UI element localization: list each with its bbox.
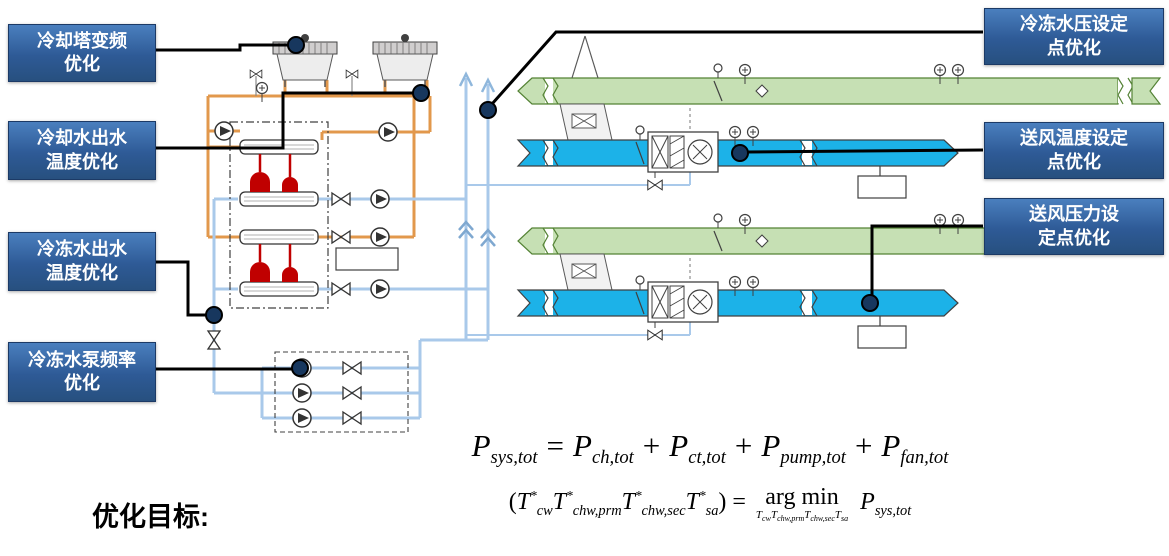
equals-sign: = xyxy=(546,428,565,463)
term-t-chw-prm: T*chw,prm xyxy=(552,488,622,519)
term-p-sys: Psys,tot xyxy=(471,428,538,469)
callout-chilled-water-outlet-temp: 冷冻水出水 温度优化 xyxy=(8,232,156,291)
plus-sign: + xyxy=(642,428,661,463)
callout-line: 优化 xyxy=(64,373,100,393)
term-p-ct: Pct,tot xyxy=(669,428,726,469)
callout-line: 冷冻水出水 xyxy=(37,239,127,260)
callout-line: 冷却塔变频 xyxy=(37,30,127,51)
callout-line: 冷却水出水 xyxy=(37,128,127,149)
dot-chilled-water-outlet xyxy=(205,306,223,324)
callout-line: 温度优化 xyxy=(46,151,118,172)
callout-line: 冷冻水压设定 xyxy=(1020,14,1128,35)
callout-chw-pressure-setpoint: 冷冻水压设定 点优化 xyxy=(984,8,1164,65)
callout-cooling-tower-vfd: 冷却塔变频 优化 xyxy=(8,24,156,82)
air-loop-upper xyxy=(466,35,1160,198)
callout-chw-pump-frequency: 冷冻水泵频率 优化 xyxy=(8,342,156,402)
callout-line: 定点优化 xyxy=(1038,227,1110,248)
dot-supply-air-temp xyxy=(731,144,749,162)
dot-cooling-water-outlet xyxy=(412,84,430,102)
chilled-water-pump-group xyxy=(274,351,409,433)
riser-break-marks xyxy=(457,220,497,248)
dot-chw-pressure xyxy=(479,101,497,119)
callout-supply-air-pressure-setpoint: 送风压力设 定点优化 xyxy=(984,198,1164,255)
chiller-plant xyxy=(229,121,399,309)
callout-line: 送风温度设定 xyxy=(1020,128,1128,149)
objective-label: 优化目标: xyxy=(92,502,209,532)
callout-supply-air-temp-setpoint: 送风温度设定 点优化 xyxy=(984,122,1164,179)
cooling-tower-1 xyxy=(272,33,338,88)
callout-dots xyxy=(205,36,879,377)
callout-line: 点优化 xyxy=(1047,37,1101,58)
argmin-subscript: TcwTchw,prmTchw,secTsa xyxy=(755,509,849,524)
term-t-cw: T*cw xyxy=(516,488,553,519)
cooling-tower-2 xyxy=(372,33,438,88)
term-p-pump: Ppump,tot xyxy=(761,428,846,469)
term-p-sys-result: Psys,tot xyxy=(860,489,912,519)
callout-line: 送风压力设 xyxy=(1029,204,1119,225)
dot-chw-pump xyxy=(291,359,309,377)
condenser-water-loop xyxy=(206,80,432,239)
formula-total-power: Psys,tot=Pch,tot+Pct,tot+Ppump,tot+Pfan,… xyxy=(380,428,1040,469)
plus-sign: + xyxy=(854,428,873,463)
close-paren-equals: ) = xyxy=(718,489,746,516)
dot-cooling-tower-vfd xyxy=(287,36,305,54)
callout-line: 点优化 xyxy=(1047,151,1101,172)
callout-leader-lines xyxy=(153,30,984,371)
plus-sign: + xyxy=(734,428,753,463)
callout-cooling-water-outlet-temp: 冷却水出水 温度优化 xyxy=(8,121,156,180)
term-t-sa: T*sa xyxy=(685,488,719,519)
callout-line: 温度优化 xyxy=(46,262,118,283)
open-paren: ( xyxy=(508,489,517,516)
term-p-ch: Pch,tot xyxy=(573,428,634,469)
callout-line: 冷冻水泵频率 xyxy=(28,349,136,370)
callout-line: 优化 xyxy=(64,54,100,74)
term-t-chw-sec: T*chw,sec xyxy=(621,488,686,519)
term-p-fan: Pfan,tot xyxy=(881,428,949,469)
dot-supply-air-pressure xyxy=(861,294,879,312)
